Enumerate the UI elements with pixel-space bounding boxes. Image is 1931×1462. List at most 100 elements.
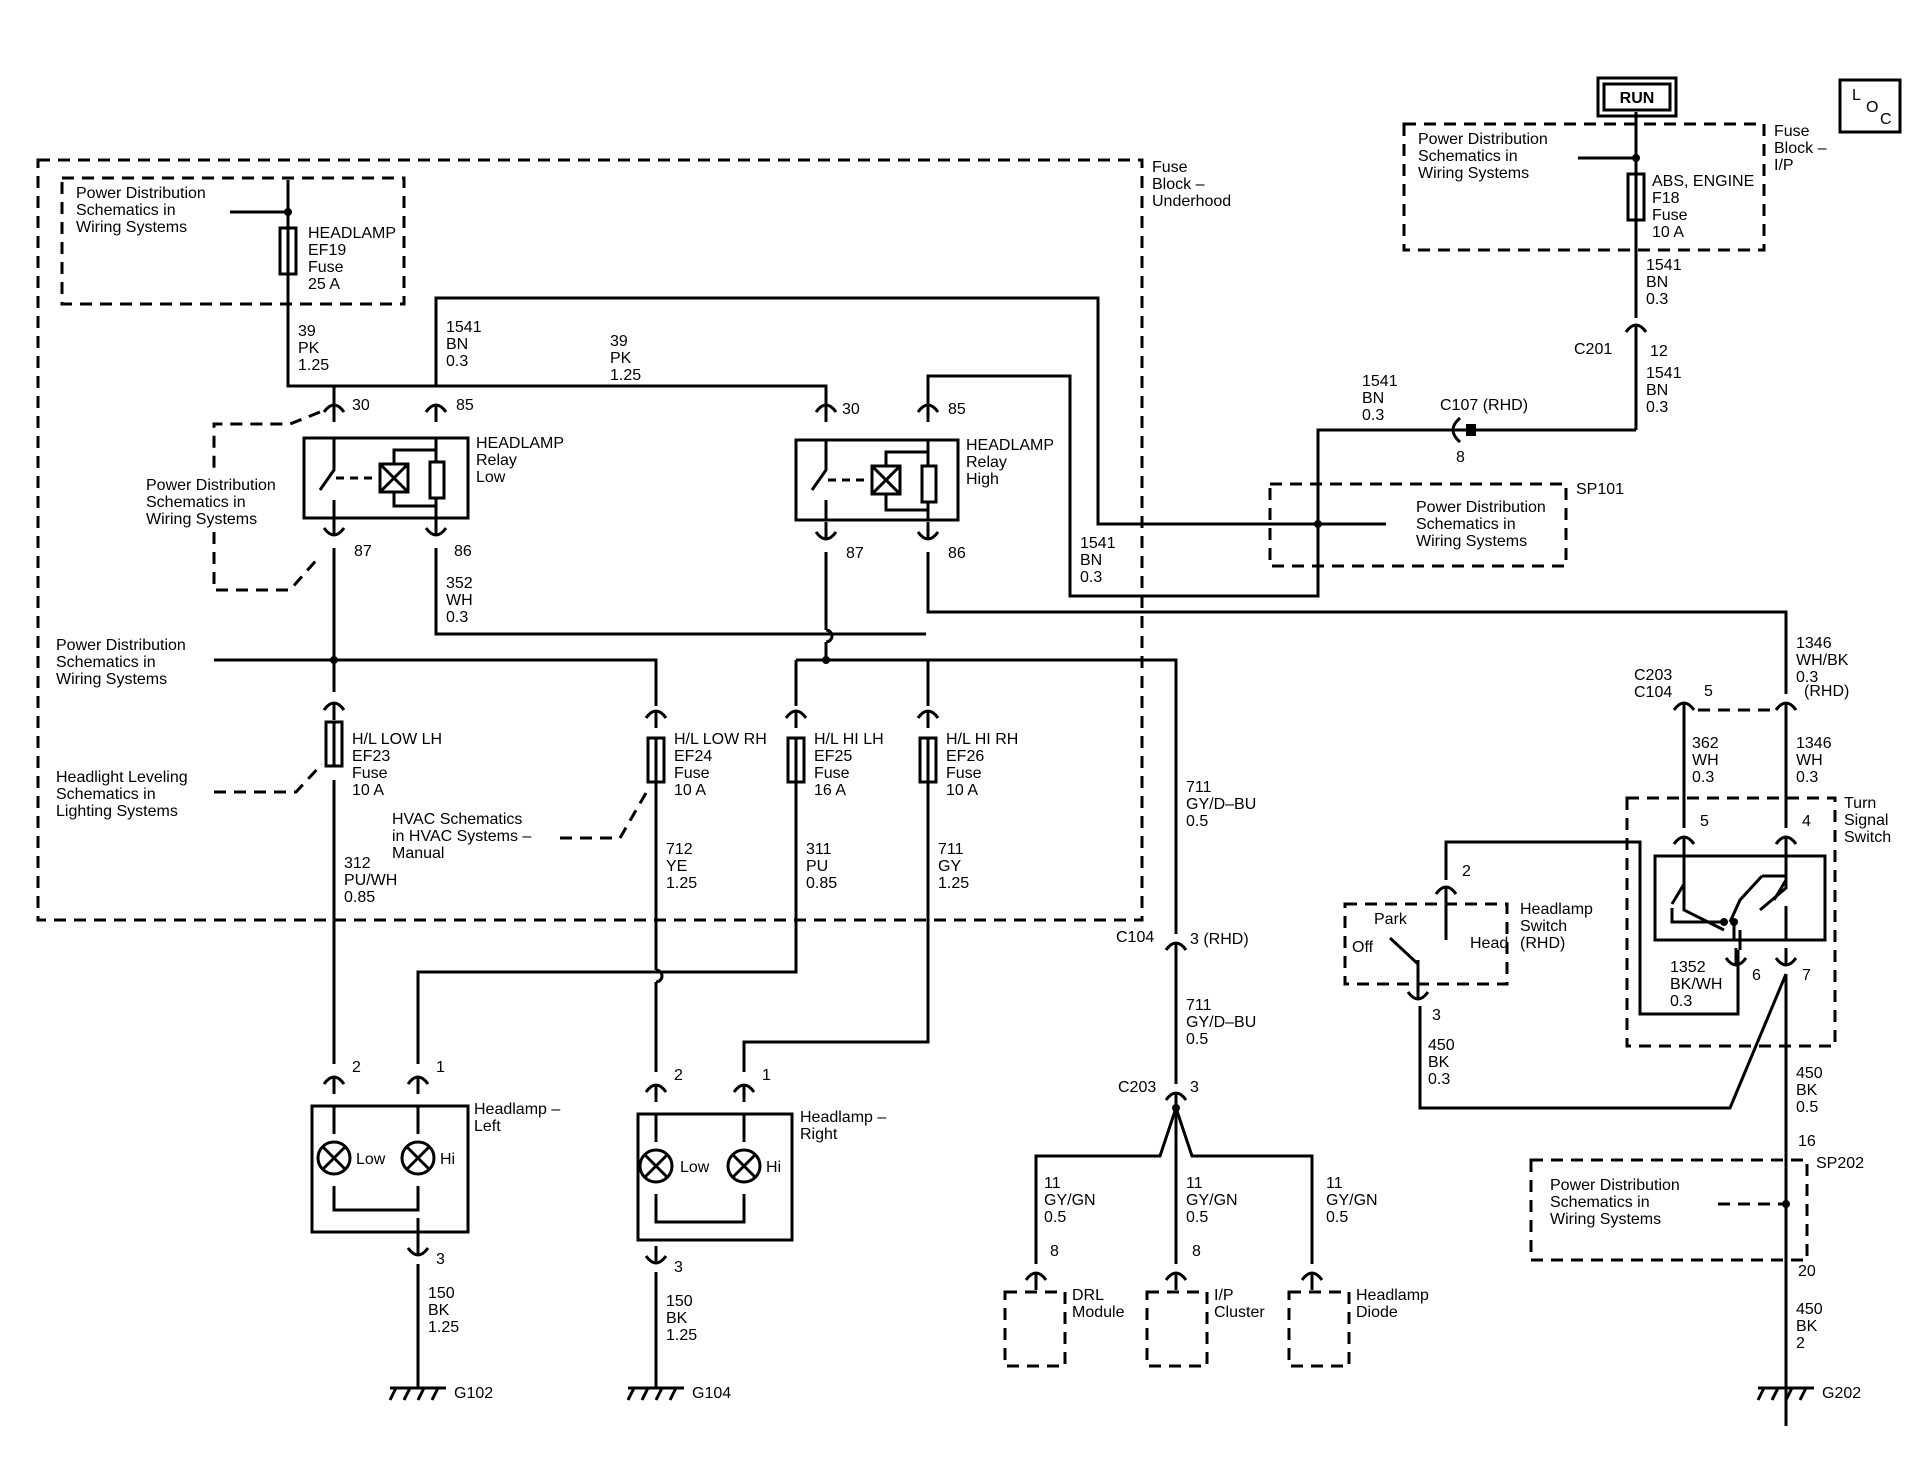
drl-module-box xyxy=(1003,1290,1067,1368)
connector-arc xyxy=(1774,701,1798,720)
ref-pds-relay-low-b xyxy=(212,532,322,592)
run-label: RUN xyxy=(1620,90,1655,107)
connector-arc xyxy=(1774,948,1798,967)
connector-arc xyxy=(644,709,668,728)
run-badge-inner xyxy=(1602,82,1672,112)
headlamp-switch-pin-3: 3 xyxy=(1432,1007,1441,1024)
c107-label: C107 (RHD) xyxy=(1440,397,1528,414)
c201-label: C201 xyxy=(1574,341,1612,358)
connector-arc xyxy=(1434,885,1458,904)
c104-label: C104 xyxy=(1116,929,1154,946)
headlamp-left-low: Low xyxy=(356,1151,386,1168)
connector-arc xyxy=(916,709,940,728)
wire-39-pk-bus xyxy=(334,384,828,408)
headlamp-left-lamps xyxy=(316,1106,436,1212)
wire-352-wh xyxy=(434,548,926,636)
relay-high-pin-30: 30 xyxy=(842,401,860,418)
connector-arc xyxy=(322,518,346,537)
headlamp-left-pin-2: 2 xyxy=(352,1059,361,1076)
relay-low-internals xyxy=(318,438,446,518)
connector-arc xyxy=(1024,1271,1048,1290)
junction-sp101 xyxy=(1314,520,1322,528)
loc-letter-o: O xyxy=(1866,99,1878,116)
headlamp-left-hi: Hi xyxy=(440,1151,455,1168)
turn-signal-switch-outline xyxy=(1625,796,1837,1048)
ground-g102-label: G102 xyxy=(454,1385,493,1402)
connector-arc xyxy=(406,1238,430,1257)
headlamp-right-low: Low xyxy=(680,1159,710,1176)
c203-rhd-label: (RHD) xyxy=(1804,683,1849,700)
headlamp-switch-outline xyxy=(1343,902,1509,986)
wire-1346-whbk xyxy=(926,552,1788,694)
wire-311-pu xyxy=(416,780,798,1064)
wire-ts-4-in xyxy=(1759,852,1788,912)
wire-1541-bn-relay-high xyxy=(926,374,1456,598)
ref-pds-relay-low xyxy=(212,410,321,472)
relay-low-pin-30: 30 xyxy=(352,397,370,414)
c203-pin-label: 3 xyxy=(1190,1079,1199,1096)
headlamp-left-pin-1: 1 xyxy=(436,1059,445,1076)
headlamp-diode-box xyxy=(1287,1290,1351,1368)
relay-low-pin-86: 86 xyxy=(454,543,472,560)
c203-label: C203 xyxy=(1118,1079,1156,1096)
connector-arc xyxy=(1774,835,1798,854)
wire-switch-pin2 xyxy=(1444,840,1740,1016)
relay-low-pin-85: 85 xyxy=(456,397,474,414)
connector-arc xyxy=(1164,1091,1188,1110)
drl-pin-8: 8 xyxy=(1050,1243,1059,1260)
connector-arc xyxy=(916,522,940,541)
fuse-block-underhood-outline xyxy=(36,158,1144,922)
headlamp-right-box xyxy=(636,1112,794,1242)
wire-high-87-hop xyxy=(825,628,834,644)
c107-pin-label: 8 xyxy=(1456,449,1465,466)
headlamp-right-pin-1: 1 xyxy=(762,1067,771,1084)
wire-ts-5-in xyxy=(1682,852,1725,932)
sp101-pds-box xyxy=(1268,482,1568,568)
connector-arc xyxy=(644,1246,668,1265)
wire-pds-left-bus xyxy=(214,658,658,706)
headlamp-left-box xyxy=(310,1104,470,1234)
wire-c203-right xyxy=(1174,1107,1314,1264)
ip-cluster-pin-8: 8 xyxy=(1192,1243,1201,1260)
headlamp-switch-pin-2: 2 xyxy=(1462,863,1471,880)
relay-low-box xyxy=(302,436,470,520)
junction-ef19 xyxy=(284,208,292,216)
headlamp-switch-head: Head xyxy=(1470,935,1508,952)
connector-arc xyxy=(784,709,808,728)
connector-arc xyxy=(814,403,838,422)
headlamp-right-label: Headlamp –Right xyxy=(800,1109,886,1143)
wire-1541-bn-top xyxy=(434,296,1318,526)
sp202-label: SP202 xyxy=(1816,1155,1864,1172)
junction-hi-bus xyxy=(822,656,830,664)
ground-g104-symbol xyxy=(626,1386,684,1401)
loc-badge xyxy=(1838,78,1902,134)
sp101-label: SP101 xyxy=(1576,481,1624,498)
c104-pin-label: 3 (RHD) xyxy=(1190,931,1249,948)
run-badge-outer xyxy=(1596,76,1678,118)
headlamp-right-pin-3: 3 xyxy=(674,1259,683,1276)
